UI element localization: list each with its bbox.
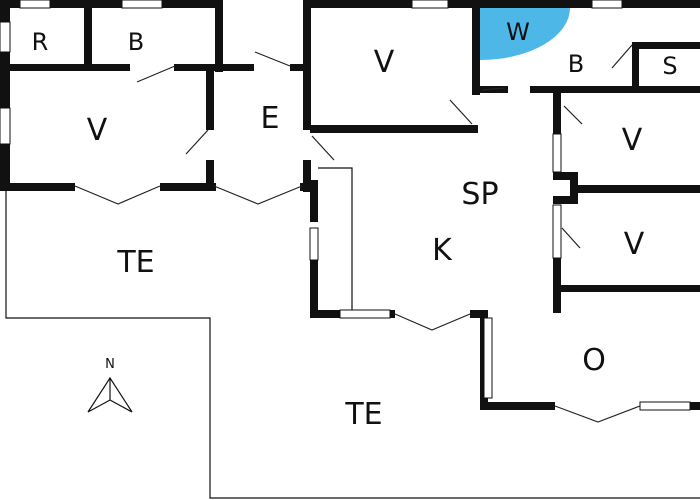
door-swings: [74, 44, 641, 423]
room-label-v-right1: V: [622, 123, 643, 158]
room-label-b1: B: [128, 28, 144, 56]
room-label-v-top: V: [374, 45, 395, 80]
room-label-r: R: [32, 28, 49, 56]
room-label-te-left: TE: [116, 245, 154, 280]
room-label-s: S: [662, 52, 677, 80]
room-label-o: O: [582, 343, 606, 378]
room-label-e: E: [261, 101, 280, 136]
room-label-k: K: [432, 233, 453, 268]
room-label-te-bottom: TE: [344, 397, 382, 432]
wc-fixture: [480, 8, 570, 60]
compass-label: N: [105, 357, 115, 372]
windows: [0, 0, 691, 411]
room-label-v-right2: V: [624, 227, 645, 262]
room-label-w: W: [506, 18, 530, 46]
north-arrow-icon: N: [87, 357, 133, 413]
terrace-outline: [5, 190, 700, 499]
room-label-sp: SP: [461, 177, 498, 212]
room-label-b2: B: [568, 50, 584, 78]
room-label-v1: V: [87, 113, 108, 148]
